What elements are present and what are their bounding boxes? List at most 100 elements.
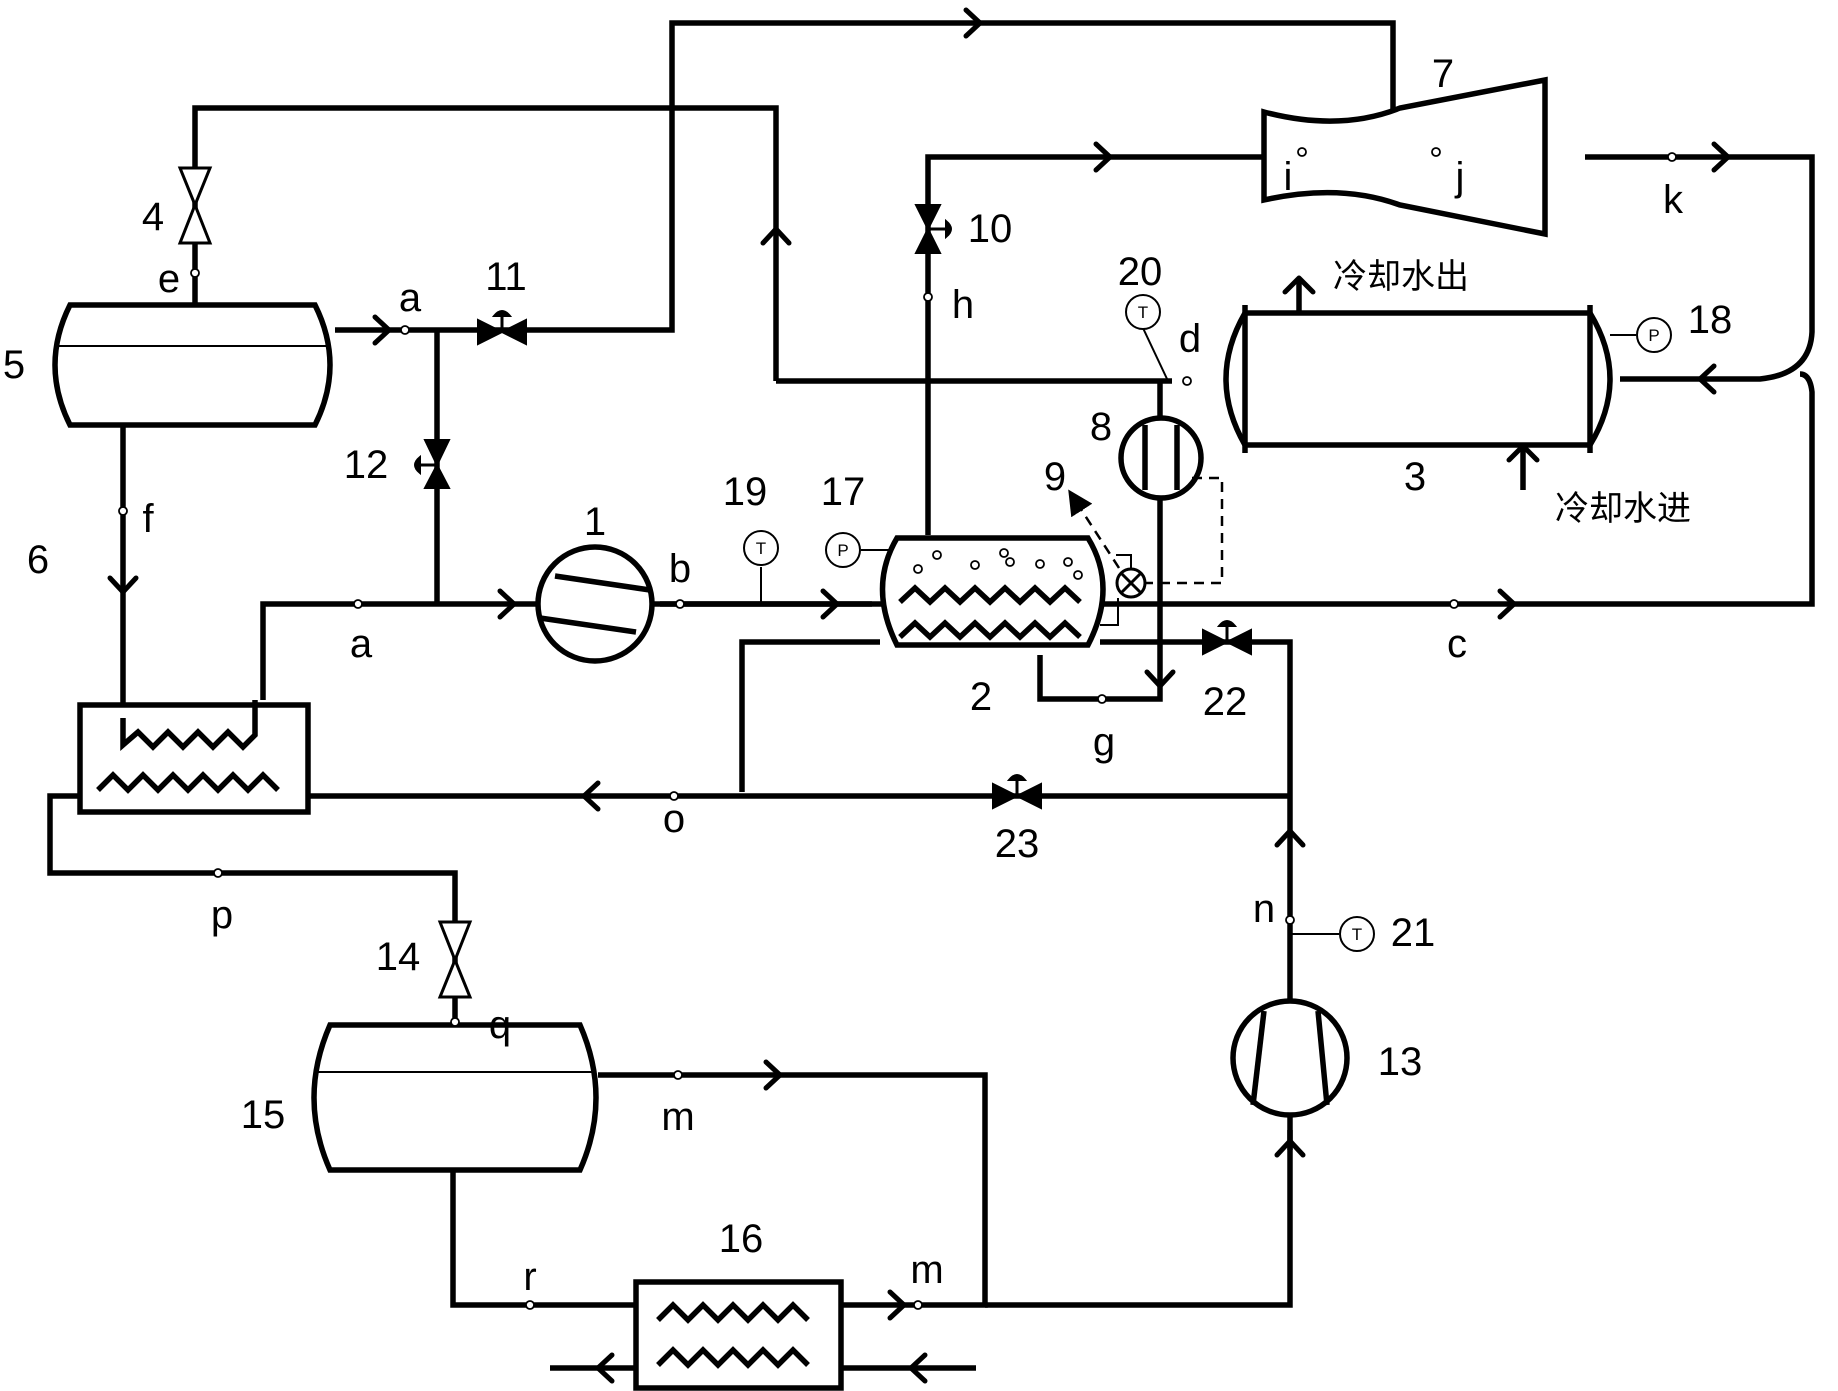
point-label-r: r [523,1255,536,1299]
arrow-icon [107,575,139,595]
label-15: 15 [241,1093,286,1137]
evaporator-2 [879,535,1106,648]
label-20: 20 [1118,250,1163,294]
gauge-letter: P [837,541,848,560]
gauge-letter: T [756,539,766,558]
label-19: 19 [723,470,768,514]
temperature-sensor-icon [1125,294,1161,330]
label-10: 10 [968,207,1013,251]
temperature-sensor-icon [743,530,779,566]
arrow-icon [1274,1138,1306,1158]
label-2: 2 [970,675,992,719]
arrow-icon [887,1289,907,1321]
arrow-icon [1497,588,1517,620]
point-label-m: m [661,1095,694,1139]
point-label-e: e [158,257,180,301]
valve-11 [477,310,527,346]
arrow-icon [1274,828,1306,848]
state-point-labels: a a b c d e f g h i j k m m n o p q r [142,155,1684,1299]
label-7: 7 [1432,52,1454,96]
pressure-sensor-17: P [825,532,890,568]
arrow-icon [1697,363,1717,395]
label-5: 5 [3,343,25,387]
arrow-icon [908,1352,928,1384]
expansion-valve-14 [437,920,473,999]
point-label-f: f [142,497,154,541]
ejector-7 [1261,76,1548,238]
arrow-icon [760,226,792,246]
flow-arrows [107,7,1731,1384]
point-label-a: a [399,276,422,320]
label-23: 23 [995,822,1040,866]
point-label-g: g [1093,720,1115,764]
compressor-13 [1230,998,1350,1118]
point-label-j: j [1455,155,1465,199]
tank-icon [311,1022,599,1173]
point-label-b: b [669,547,691,591]
temperature-sensor-icon [1339,916,1375,952]
arrow-icon [595,1352,615,1384]
label-14: 14 [376,935,421,979]
point-label-i: i [1284,155,1293,199]
arrow-icon [497,588,517,620]
temperature-sensor-19: T [743,530,779,604]
label-13: 13 [1378,1040,1423,1084]
component-labels: 1 2 3 4 5 6 7 8 9 10 11 12 13 14 15 16 1… [3,52,1732,1261]
label-9: 9 [1044,455,1066,499]
pressure-sensor-18: P [1610,317,1672,353]
gauge-letter: T [1138,303,1148,322]
cooling-water-out-label: 冷却水出 [1333,257,1469,297]
state-point-markers [118,152,1677,1310]
expansion-valve-icon [437,920,473,999]
pressure-sensor-icon [825,532,861,568]
gauge-letter: P [1648,326,1659,345]
heat-exchanger-6 [77,700,311,815]
compressor-icon [1230,998,1350,1118]
temperature-sensor-21: T [1290,916,1375,952]
compressor-8 [1118,415,1204,501]
compressor-1 [535,544,655,664]
point-label-p: p [211,893,233,937]
arrow-icon [581,780,601,812]
point-label-d: d [1179,317,1201,361]
valve-10 [914,204,952,254]
heat-exchanger-icon [77,702,311,815]
label-18: 18 [1688,298,1733,342]
point-label-h: h [952,283,974,327]
label-16: 16 [719,1217,764,1261]
point-label-c: c [1447,622,1467,666]
label-1: 1 [584,500,606,544]
label-22: 22 [1203,680,1248,724]
point-label-m: m [910,1248,943,1292]
control-valve-9 [1068,476,1224,626]
point-label-a: a [350,622,373,666]
point-label-o: o [663,797,685,841]
valve-12 [414,439,451,489]
label-11: 11 [485,255,527,299]
heat-exchanger-icon [1223,310,1613,448]
arrow-icon [763,1059,783,1091]
pressure-sensor-icon [1636,317,1672,353]
label-4: 4 [142,195,164,239]
valve-22 [1202,620,1252,656]
separator-tank-5 [52,302,333,428]
temperature-sensor-20: T [1125,294,1169,382]
point-label-q: q [489,1003,511,1047]
valve-23 [992,774,1042,810]
heat-exchanger-icon [633,1279,844,1391]
heat-exchanger-icon [879,535,1106,648]
condenser-3 [1223,305,1613,453]
label-17: 17 [821,470,866,514]
expansion-valve-4 [177,166,213,245]
expansion-valve-icon [177,166,213,245]
point-label-k: k [1663,178,1684,222]
arrow-icon [372,314,392,346]
compressor-icon [535,544,655,664]
label-21: 21 [1391,911,1436,955]
separator-tank-15 [311,1022,599,1173]
gauge-letter: T [1352,925,1362,944]
compressor-icon [1118,415,1204,501]
arrow-icon [1144,669,1176,689]
arrow-icon [1711,141,1731,173]
point-label-n: n [1253,887,1275,931]
